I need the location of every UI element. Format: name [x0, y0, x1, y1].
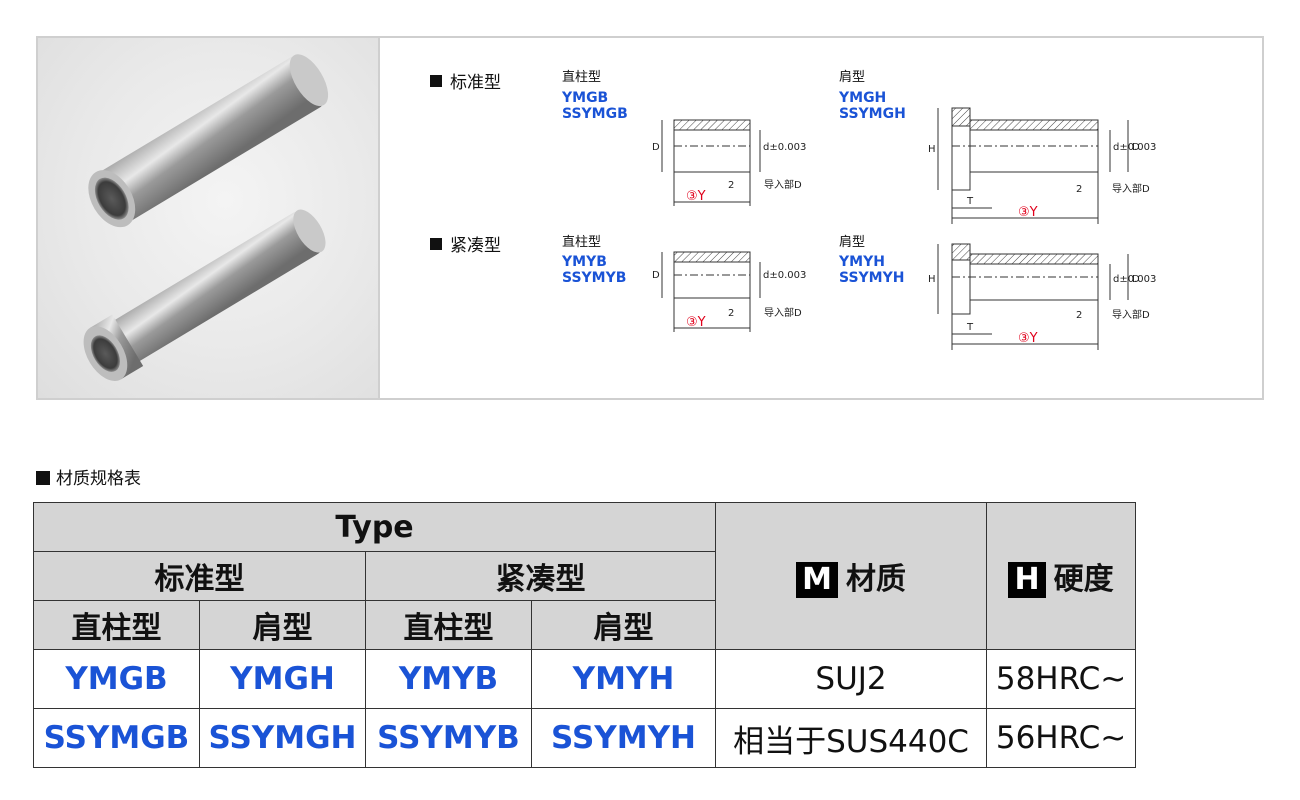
dim-D-label: D	[1132, 142, 1140, 153]
dim-2-label: 2	[1076, 184, 1082, 195]
drawing-compact-straight	[661, 251, 761, 332]
product-illustration-panel: 标准型 紧凑型 直柱型 肩型 直柱型 肩型 YMGB SSYMGB YMGH S…	[36, 36, 1264, 400]
standard-shoulder-label: 肩型	[839, 70, 866, 85]
compact-shoulder-label: 肩型	[839, 235, 866, 250]
standard-straight-label: 直柱型	[562, 70, 602, 85]
bullet-square-icon	[36, 471, 50, 485]
bullet-square-icon	[430, 75, 442, 87]
dimension-drawings: 标准型 紧凑型 直柱型 肩型 直柱型 肩型 YMGB SSYMGB YMGH S…	[382, 38, 1264, 398]
product-photo	[38, 38, 380, 398]
drawing-standard-shoulder	[937, 107, 1129, 224]
standard-shoulder-header: 肩型	[199, 600, 366, 650]
compact-shoulder-header: 肩型	[530, 600, 717, 650]
compact-straight-header: 直柱型	[365, 600, 532, 650]
dim-Y-label: ③Y	[1018, 331, 1038, 346]
material-cell: SUJ2	[715, 649, 988, 709]
standard-straight-codes: YMGB SSYMGB	[562, 90, 628, 122]
compact-straight-label: 直柱型	[562, 235, 602, 250]
dim-D-label: D	[652, 142, 660, 153]
dim-entry-label: 导入部D	[1112, 308, 1150, 321]
drawing-compact-shoulder	[937, 243, 1129, 350]
dim-T-label: T	[966, 196, 974, 207]
dim-d-label: d±0.003	[763, 142, 806, 153]
type-header: Type	[32, 502, 717, 552]
standard-shoulder-codes: YMGH SSYMGH	[839, 90, 906, 122]
hardness-cell: 56HRC~	[986, 708, 1137, 768]
dim-entry-label: 导入部D	[1112, 182, 1150, 195]
code-cell: YMYH	[530, 649, 717, 709]
dim-D-label: D	[1132, 274, 1140, 285]
hardness-badge-icon: H	[1008, 562, 1046, 598]
compact-straight-codes: YMYB SSYMYB	[562, 254, 627, 286]
dim-H-label: H	[928, 144, 936, 155]
dim-entry-label: 导入部D	[764, 178, 802, 191]
code-cell: SSYMGB	[33, 708, 200, 768]
dim-Y-label: ③Y	[1018, 205, 1038, 220]
technical-drawing-svg: D d±0.003 2 导入部D H d±0.003 D T 2 导入部D D …	[652, 107, 1156, 350]
dim-Y-label: ③Y	[686, 189, 706, 204]
code-cell: YMYB	[365, 649, 532, 709]
material-badge-icon: M	[796, 562, 838, 598]
table-row: SSYMGB SSYMGH SSYMYB SSYMYH 相当于SUS440C 5…	[33, 708, 1137, 768]
dim-d-label: d±0.003	[763, 270, 806, 281]
dim-2-label: 2	[728, 308, 734, 319]
hardness-cell: 58HRC~	[986, 649, 1137, 709]
standard-type-heading: 标准型	[430, 68, 501, 93]
dim-Y-label: ③Y	[686, 315, 706, 330]
dim-T-label: T	[966, 322, 974, 333]
dim-2-label: 2	[1076, 310, 1082, 321]
dim-2-label: 2	[728, 180, 734, 191]
dim-D-label: D	[652, 270, 660, 281]
compact-type-heading: 紧凑型	[430, 231, 501, 256]
table-row: YMGB YMGH YMYB YMYH SUJ2 58HRC~	[33, 649, 1137, 709]
table-section-title: 材质规格表	[36, 464, 141, 489]
dim-H-label: H	[928, 274, 936, 285]
code-cell: SSYMYH	[530, 708, 717, 768]
drawing-standard-straight	[661, 119, 761, 206]
compact-shoulder-codes: YMYH SSYMYH	[839, 254, 905, 286]
dim-d-label: d±0.003	[1113, 142, 1156, 153]
code-cell: YMGH	[199, 649, 366, 709]
dim-d-label: d±0.003	[1113, 274, 1156, 285]
code-cell: SSYMGH	[199, 708, 366, 768]
compact-header: 紧凑型	[364, 551, 717, 601]
code-cell: SSYMYB	[365, 708, 532, 768]
bushing-photo-image	[83, 54, 329, 381]
dim-entry-label: 导入部D	[764, 306, 802, 319]
standard-straight-header: 直柱型	[33, 600, 200, 650]
code-cell: YMGB	[33, 649, 200, 709]
material-cell: 相当于SUS440C	[715, 708, 988, 768]
standard-header: 标准型	[33, 551, 366, 601]
bullet-square-icon	[430, 238, 442, 250]
